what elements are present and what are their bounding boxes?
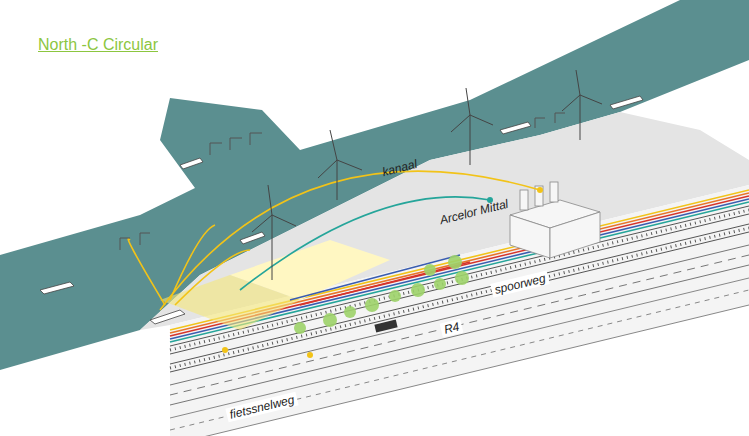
ships [40,96,643,324]
diagram-title: North -C Circular [38,36,158,54]
cranes [120,113,565,250]
train [374,320,397,333]
wind-turbines [252,70,602,280]
factory-buildings [510,182,600,258]
flow-arcs [128,171,543,358]
